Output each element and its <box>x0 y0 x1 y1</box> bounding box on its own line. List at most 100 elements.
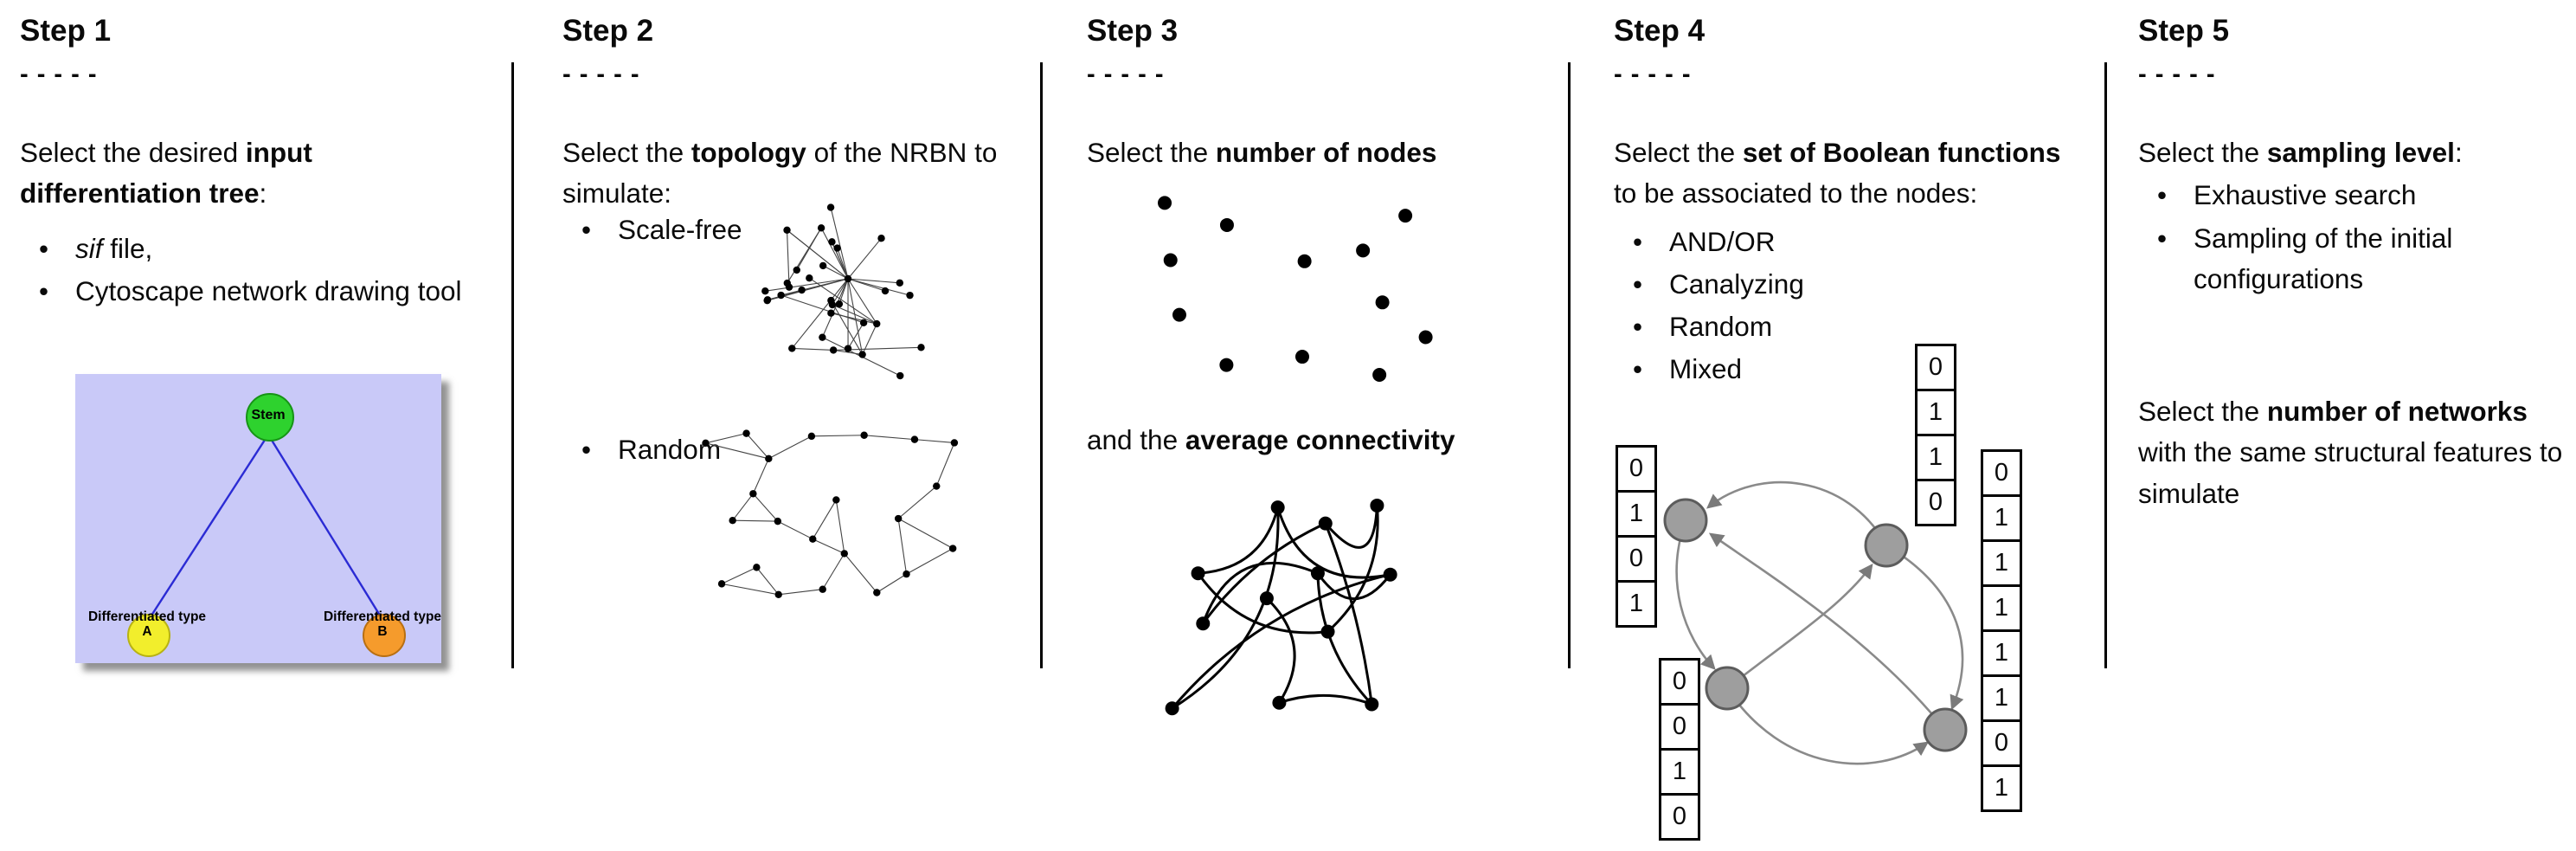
truth-table-cell: 1 <box>1981 584 2022 632</box>
random-network-illustration <box>702 429 959 598</box>
truth-table-cell: 1 <box>1981 629 2022 677</box>
stem-node <box>246 393 294 442</box>
step1-bullet-cytoscape: • Cytoscape network drawing tool <box>20 271 491 312</box>
step3-dashes: - - - - - <box>1087 61 1165 88</box>
step1-intro: Select the desired input differentiation… <box>20 132 491 215</box>
truth-table-cell: 0 <box>1981 719 2022 767</box>
bullet-marker: • <box>1633 353 1643 385</box>
truth-table-cell: 1 <box>1981 494 2022 542</box>
step5-intro-networks: Select the number of networks with the s… <box>2138 391 2571 514</box>
step4-bullet-random: • Random <box>1614 306 2090 347</box>
step1-bullet-sif-text: sif file, <box>75 229 152 269</box>
step2-intro-post: of the NRBN to simulate: <box>562 137 998 210</box>
column-separator <box>2104 62 2107 668</box>
step4-bullet-canalyzing: • Canalyzing <box>1614 264 2090 305</box>
step5-intro-sampling-pre: Select the <box>2138 137 2267 168</box>
step5-column: Step 5 - - - - - Select the sampling lev… <box>2138 0 2571 851</box>
step3-intro-conn-bold: average connectivity <box>1185 424 1455 455</box>
truth-table-cell: 0 <box>1659 703 1700 751</box>
step4-bullet-and-or: • AND/OR <box>1614 222 2090 262</box>
step2-intro-bold: topology <box>691 137 806 168</box>
differentiated-type-a-node <box>127 614 170 657</box>
bullet-marker: • <box>2157 179 2168 211</box>
differentiation-tree-illustration: Stem Differentiated type A Differentiate… <box>75 374 441 663</box>
truth-table-cell: 1 <box>1981 764 2022 812</box>
tree-edges <box>148 434 383 619</box>
step3-column: Step 3 - - - - - Select the number of no… <box>1087 0 1558 851</box>
step5-intro-networks-pre: Select the <box>2138 396 2267 427</box>
truth-table-cell: 1 <box>1915 434 1956 481</box>
step2-bullet-random: • Random <box>562 429 721 470</box>
bullet-marker: • <box>1633 268 1643 300</box>
truth-table-left: 0 1 0 1 <box>1616 445 1657 628</box>
step4-dashes: - - - - - <box>1614 61 1692 88</box>
truth-table-cell: 1 <box>1981 539 2022 587</box>
truth-table-cell: 1 <box>1915 389 1956 436</box>
step5-title: Step 5 <box>2138 14 2230 48</box>
exhaustive-search-label: Exhaustive search <box>2194 179 2417 211</box>
step4-title: Step 4 <box>1614 14 1706 48</box>
step4-intro-post: to be associated to the nodes: <box>1614 177 1978 210</box>
sif-italic: sif <box>75 232 103 264</box>
step3-intro-nodes-bold: number of nodes <box>1215 137 1437 168</box>
step4-intro-pre: Select the <box>1614 137 1743 168</box>
step1-column: Step 1 - - - - - Select the desired inpu… <box>20 0 491 851</box>
type-a-node-label: Differentiated type A <box>87 609 207 640</box>
truth-table-cell: 1 <box>1659 748 1700 796</box>
step1-title: Step 1 <box>20 14 112 48</box>
edge-c-to-d <box>1725 687 1930 765</box>
step4-column: Step 4 - - - - - Select the set of Boole… <box>1614 0 2090 851</box>
truth-table-cell: 0 <box>1616 535 1657 583</box>
boolean-node <box>1705 666 1750 711</box>
truth-table-bottom-left: 0 0 1 0 <box>1659 658 1700 841</box>
step1-intro-bold: input differentiation tree <box>20 137 312 210</box>
mixed-label: Mixed <box>1669 353 1743 385</box>
column-separator <box>511 62 514 668</box>
step5-bullet-exhaustive: • Exhaustive search <box>2138 175 2571 216</box>
truth-table-cell: 1 <box>1981 674 2022 722</box>
column-separator <box>1568 62 1571 668</box>
step5-intro-networks-post: with the same structural features to sim… <box>2138 436 2563 509</box>
bullet-marker: • <box>1633 225 1643 257</box>
bullet-marker: • <box>39 274 49 306</box>
truth-table-cell: 0 <box>1915 479 1956 526</box>
truth-table-cell: 0 <box>1659 658 1700 706</box>
bullet-marker: • <box>581 214 592 245</box>
step3-intro-nodes: Select the number of nodes <box>1087 132 1558 173</box>
step1-dashes: - - - - - <box>20 61 98 88</box>
truth-table-cell: 0 <box>1616 445 1657 493</box>
differentiated-type-b-node <box>363 614 406 657</box>
canalyzing-label: Canalyzing <box>1669 268 1804 300</box>
step4-intro: Select the set of Boolean functions to b… <box>1614 132 2068 215</box>
step4-bullet-list: • AND/OR • Canalyzing • Random • Mixed <box>1614 222 2090 390</box>
random-functions-label: Random <box>1669 311 1773 342</box>
boolean-node <box>1663 498 1708 543</box>
step4-bullet-mixed: • Mixed <box>1614 349 2090 390</box>
scale-free-label: Scale-free <box>618 214 742 245</box>
and-or-label: AND/OR <box>1669 225 1776 257</box>
step1-bullet-cytoscape-text: Cytoscape network drawing tool <box>75 274 462 306</box>
step5-intro-networks-bold: number of networks <box>2266 396 2528 427</box>
step3-intro-connectivity: and the average connectivity <box>1087 420 1455 461</box>
step5-dashes: - - - - - <box>2138 61 2216 88</box>
truth-table-cell: 0 <box>1915 344 1956 391</box>
step5-intro-sampling-post: : <box>2454 137 2463 168</box>
edge-b-to-a <box>1706 480 1888 546</box>
edge-c-to-b <box>1726 563 1873 690</box>
scale-free-network-illustration <box>761 203 925 380</box>
step2-dashes: - - - - - <box>562 61 640 88</box>
random-label: Random <box>618 434 722 465</box>
step2-intro: Select the topology of the NRBN to simul… <box>562 132 1012 215</box>
step2-title: Step 2 <box>562 14 654 48</box>
truth-table-right: 0 1 1 1 1 1 0 1 <box>1981 449 2022 812</box>
bullet-marker: • <box>581 434 592 465</box>
step2-bullet-scale-free: • Scale-free <box>562 210 742 250</box>
sif-rest: file, <box>102 232 153 264</box>
boolean-node <box>1923 707 1968 752</box>
bullet-marker: • <box>39 232 49 264</box>
boolean-network-illustration <box>1663 480 1968 765</box>
bullet-marker: • <box>1633 311 1643 342</box>
step3-title: Step 3 <box>1087 14 1179 48</box>
step5-bullet-sampling: •Sampling of the initial configurations <box>2138 218 2571 300</box>
